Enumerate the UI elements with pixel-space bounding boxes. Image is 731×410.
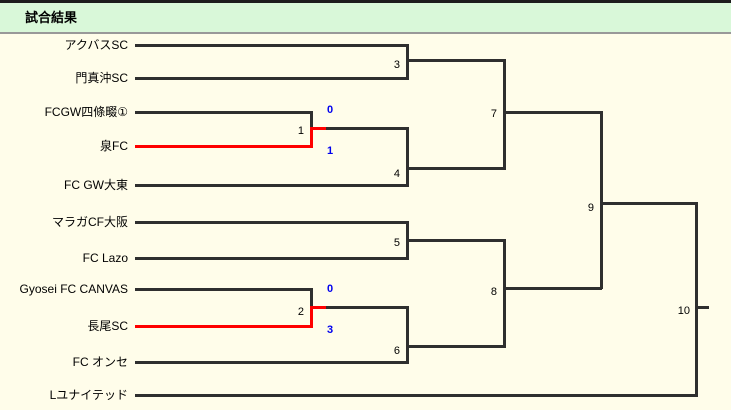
team-line-winner [135, 325, 313, 328]
match2-join-line [310, 288, 313, 307]
team-label: 門真沖SC [75, 71, 128, 85]
match1-output-line [326, 127, 408, 130]
match1-winner-join-line [310, 127, 313, 148]
match-number: 10 [677, 305, 690, 317]
team-label: 長尾SC [87, 319, 128, 333]
match-number: 9 [587, 202, 594, 214]
match7-output-line [503, 111, 602, 114]
team-line [135, 221, 408, 224]
match5-output-line [406, 239, 505, 242]
match10-join-line [695, 202, 698, 397]
team-line [135, 184, 408, 187]
team-label: Gyosei FC CANVAS [19, 282, 128, 296]
match9-output-line [600, 202, 697, 205]
match6-output-line [406, 345, 505, 348]
match-number: 3 [393, 59, 400, 71]
page-title: 試合結果 [25, 10, 78, 25]
match8-output-line [503, 287, 602, 290]
team-line [135, 361, 408, 364]
team-label: マラガCF大阪 [52, 215, 128, 229]
team-line [135, 394, 697, 397]
team-line [135, 288, 312, 291]
champion-stub-line [695, 306, 709, 309]
team-label: アクバスSC [64, 38, 128, 52]
team-line [135, 77, 408, 80]
match4-output-line [406, 167, 505, 170]
team-line-winner [135, 145, 313, 148]
match2-output-line [326, 306, 408, 309]
page-header: 試合結果 [0, 3, 731, 32]
team-line [135, 44, 408, 47]
team-label: Lユナイテッド [49, 388, 128, 402]
match2-score-top: 0 [327, 283, 334, 295]
match3-join-line [406, 44, 409, 80]
match4-join-line [406, 127, 409, 187]
top-accent-bar [0, 0, 731, 3]
match-number: 4 [393, 168, 400, 180]
match1-winner-stub-line [310, 127, 326, 130]
match2-score-bottom: 3 [327, 324, 334, 336]
team-line [135, 111, 312, 114]
match7-join-line [503, 59, 506, 170]
match3-output-line [406, 59, 505, 62]
match8-join-line [503, 239, 506, 348]
team-label: 泉FC [100, 139, 128, 153]
match-number: 8 [490, 286, 497, 298]
match-number: 2 [297, 306, 304, 318]
match1-join-line [310, 111, 313, 128]
match2-winner-join-line [310, 306, 313, 328]
match1-score-top: 0 [327, 104, 334, 116]
match-number: 7 [490, 108, 497, 120]
match1-score-bottom: 1 [327, 145, 334, 157]
match6-join-line [406, 306, 409, 364]
match-number: 6 [393, 345, 400, 357]
match9-join-line [600, 111, 603, 289]
team-label: FC Lazo [82, 251, 128, 265]
team-label: FC オンセ [72, 355, 128, 369]
team-label: FC GW大東 [64, 178, 128, 192]
team-line [135, 257, 408, 260]
match-number: 5 [393, 237, 400, 249]
header-divider [0, 32, 731, 34]
match-number: 1 [297, 125, 304, 137]
team-label: FCGW四條畷① [44, 105, 128, 119]
match2-winner-stub-line [310, 306, 326, 309]
